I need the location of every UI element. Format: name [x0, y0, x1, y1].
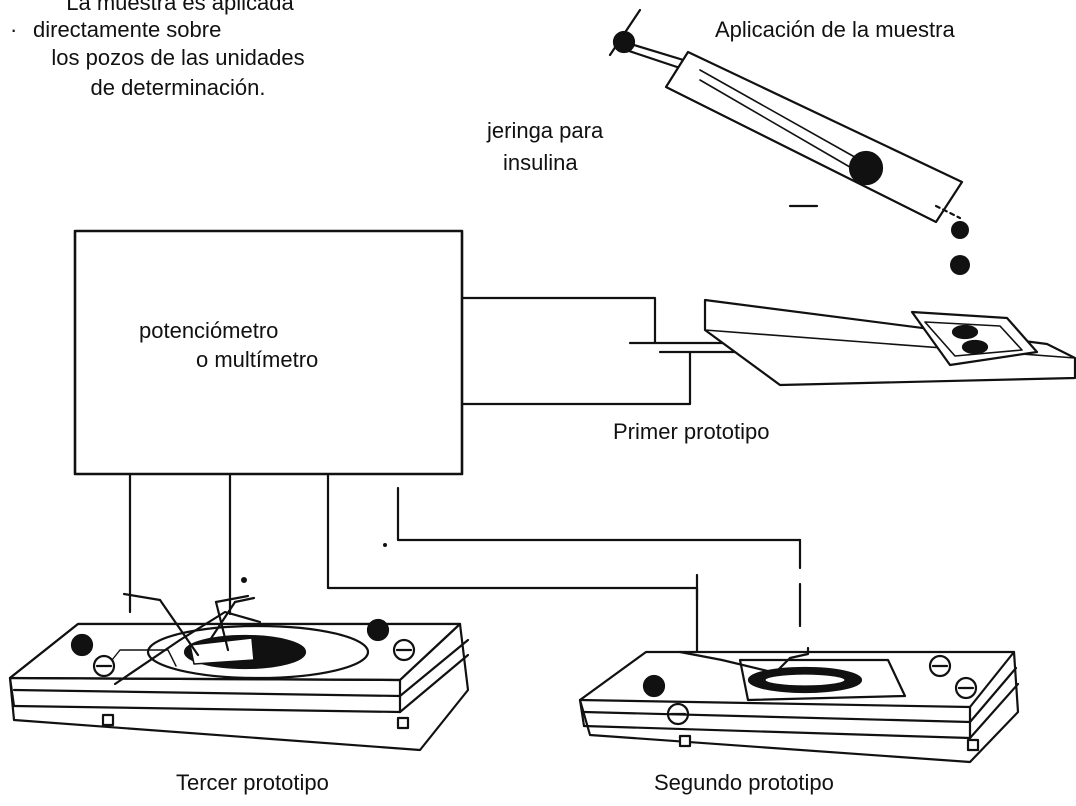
note-line-1: La muestra es aplicada: [66, 0, 294, 15]
note-line-3: los pozos de las unidades: [51, 45, 305, 70]
first-prototype-label: Primer prototipo: [613, 419, 770, 444]
note-line-2: directamente sobre: [33, 17, 222, 42]
sample-drop-2: [950, 255, 970, 275]
note-line-4: de determinación.: [90, 75, 266, 100]
meter-label-line-1: potenciómetro: [139, 318, 279, 343]
wire-first-top: [460, 296, 657, 345]
wire-first-bottom: [460, 350, 692, 406]
meter-label-line-2: o multímetro: [196, 347, 319, 372]
note-bullet: ·: [10, 17, 18, 42]
syringe: [608, 8, 964, 224]
syringe-label-line-2: insulina: [503, 150, 578, 175]
second-prototype-label: Segundo prototipo: [654, 770, 834, 795]
sample-drop-1: [951, 221, 969, 239]
wire-second-left: [326, 472, 699, 682]
third-prototype-label: Tercer prototipo: [176, 770, 329, 795]
first-prototype-device: [703, 298, 1076, 387]
syringe-label-line-1: jeringa para: [487, 118, 604, 143]
wire-second-right: [396, 486, 802, 542]
sample-application-label: Aplicación de la muestra: [715, 17, 955, 42]
second-prototype-device: [578, 646, 1020, 764]
third-prototype-device: [8, 592, 470, 752]
meter-box: [73, 229, 464, 476]
